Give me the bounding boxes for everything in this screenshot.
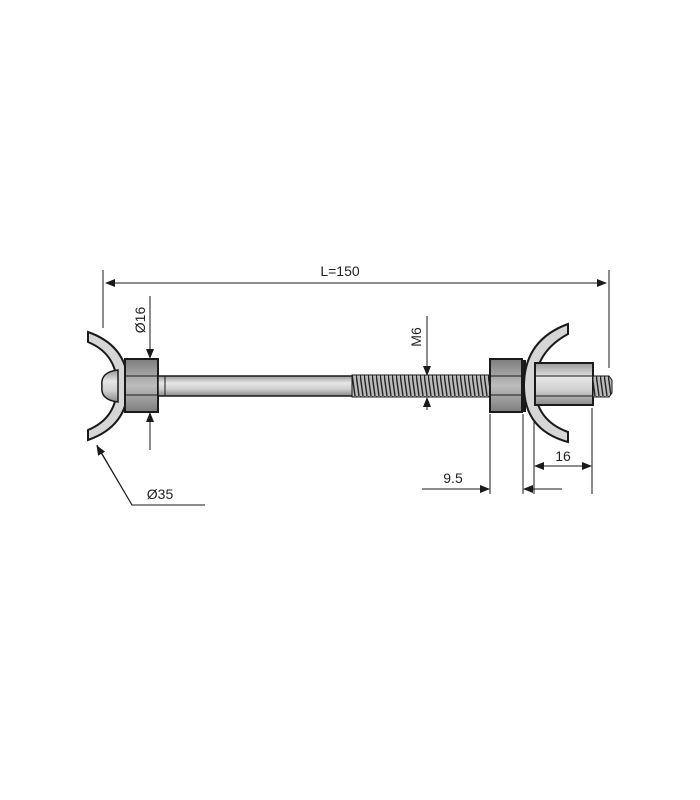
left-nut xyxy=(124,358,159,413)
cup-diameter-label: Ø35 xyxy=(147,486,174,502)
nut-diameter-label: Ø16 xyxy=(132,307,148,334)
threaded-section xyxy=(351,374,491,398)
thread-label: M6 xyxy=(408,327,424,347)
rod xyxy=(157,375,355,397)
nut-offset-label: 9.5 xyxy=(443,470,463,486)
sleeve xyxy=(534,362,594,406)
thread-end xyxy=(592,375,613,398)
length-label: L=150 xyxy=(320,263,360,279)
sleeve-length-label: 16 xyxy=(555,448,571,464)
bolt-head xyxy=(101,369,119,403)
right-nut xyxy=(489,358,523,413)
